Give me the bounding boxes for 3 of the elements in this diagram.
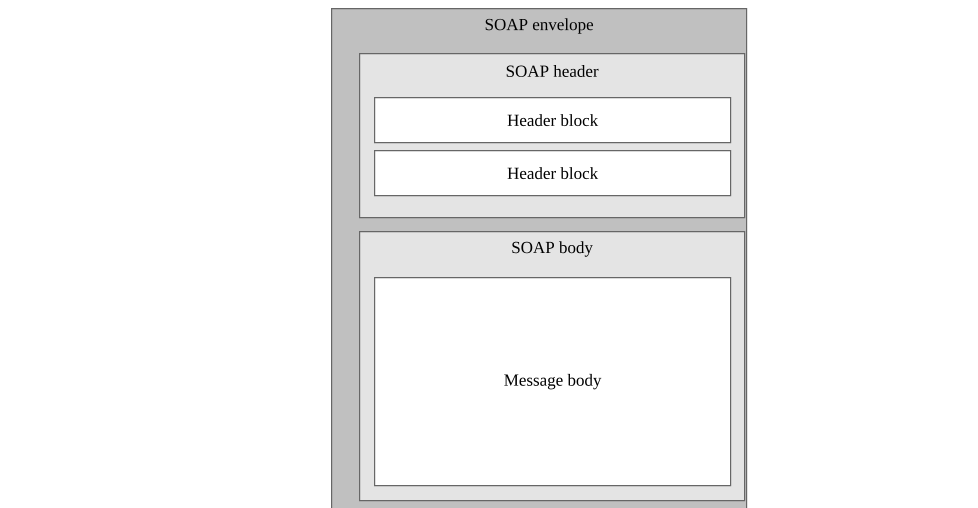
block-box: Header block: [374, 97, 732, 144]
message-box: Message body: [374, 276, 732, 486]
block-box: Header block: [374, 150, 732, 196]
